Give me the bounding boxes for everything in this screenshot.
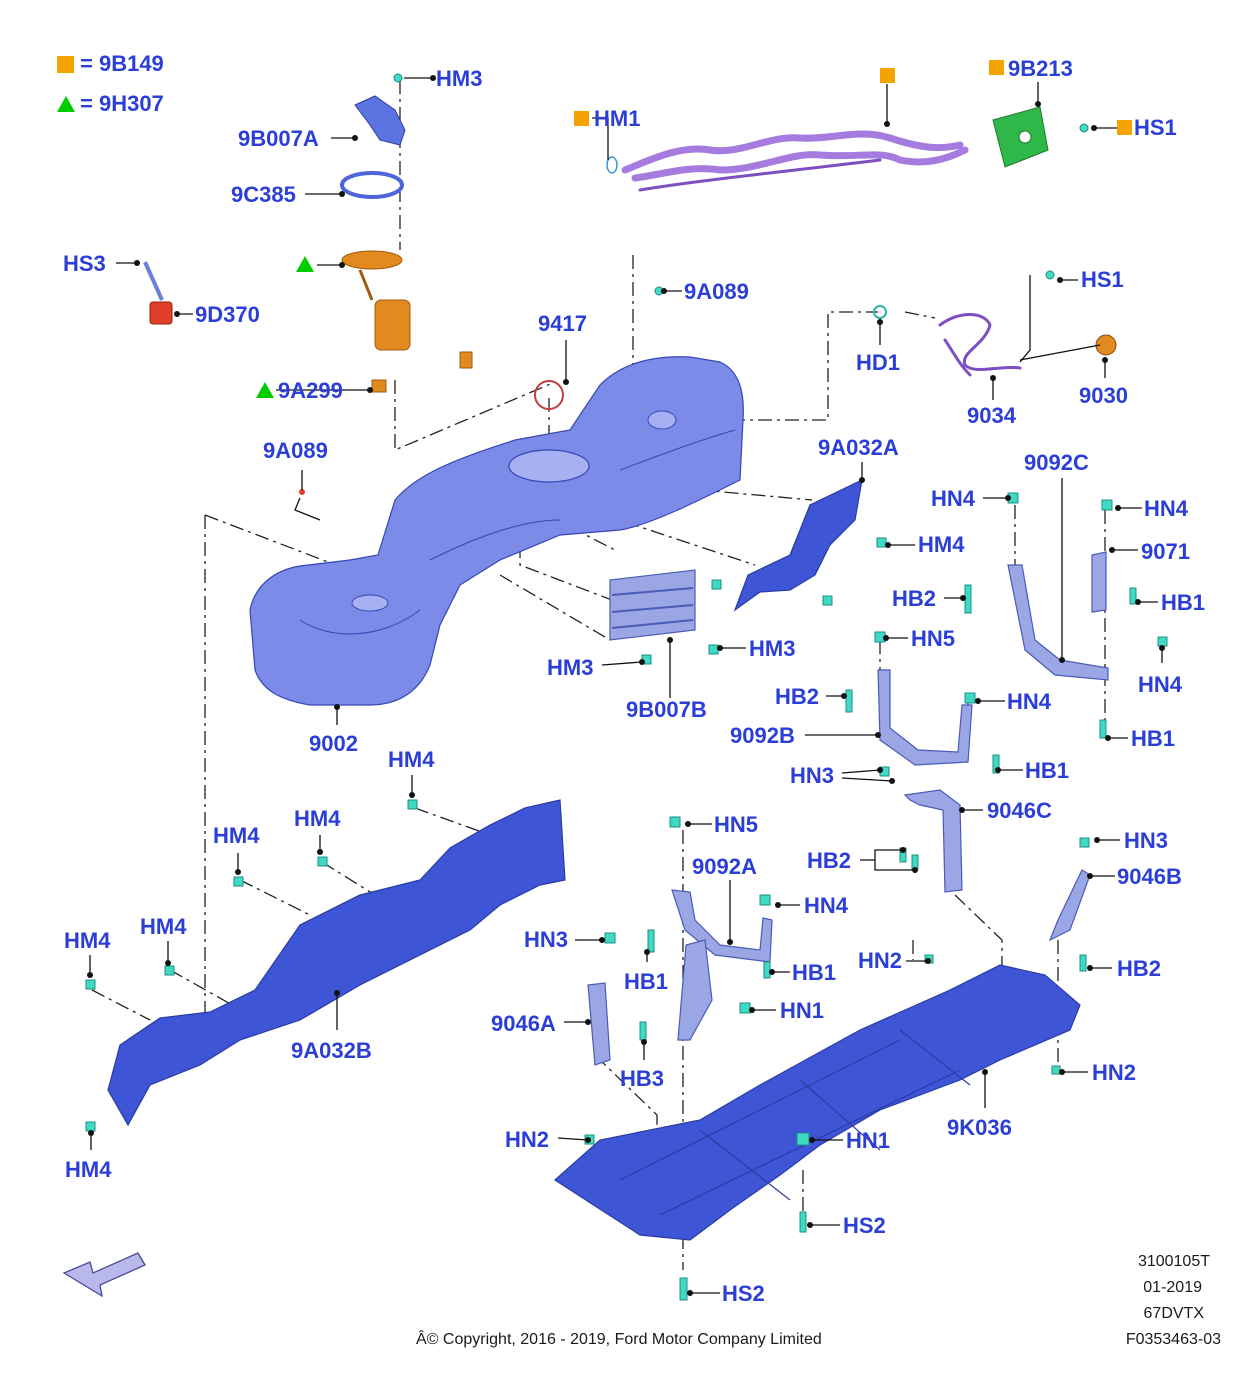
label-hs1-mid: HS1 xyxy=(1081,267,1124,292)
legend: = 9B149 = 9H307 xyxy=(57,51,164,116)
footer: 3100105T 01-2019 67DVTX Â© Copyright, 20… xyxy=(416,1253,1221,1348)
label-hn1-a: HN1 xyxy=(780,998,824,1023)
label-hn2-a: HN2 xyxy=(858,948,902,973)
label-9b007b: 9B007B xyxy=(626,697,707,722)
leader-lines xyxy=(87,75,1165,1296)
label-9c385: 9C385 xyxy=(231,182,296,207)
label-hm1: HM1 xyxy=(594,106,640,131)
strap-9092b xyxy=(877,669,973,766)
label-hm3-c: HM3 xyxy=(547,655,593,680)
label-hm3-b: HM3 xyxy=(749,636,795,661)
label-hn4-c: HN4 xyxy=(1138,672,1183,697)
sensor-9d370 xyxy=(143,261,173,325)
label-hm4-d: HM4 xyxy=(213,823,260,848)
label-hm4-b: HM4 xyxy=(388,747,435,772)
bracket-center xyxy=(677,939,713,1041)
arrow-down-left-icon xyxy=(62,1252,146,1298)
label-hb1-b: HB1 xyxy=(1131,726,1175,751)
footer-ref: F0353463-03 xyxy=(1126,1331,1221,1348)
vent-pipe-9034 xyxy=(873,305,1117,377)
footer-date: 01-2019 xyxy=(1143,1279,1202,1296)
label-9a299: 9A299 xyxy=(278,378,343,403)
bracket-9046b xyxy=(1048,869,1091,942)
label-hn1-b: HN1 xyxy=(846,1128,890,1153)
assembly-lines xyxy=(91,80,1106,1270)
label-hb1-c: HB1 xyxy=(1025,758,1069,783)
label-9092c: 9092C xyxy=(1024,450,1089,475)
legend-square-label: = 9B149 xyxy=(80,51,164,76)
heat-shield-9a032a xyxy=(733,478,863,612)
label-9002: 9002 xyxy=(309,731,358,756)
label-9d370: 9D370 xyxy=(195,302,260,327)
label-hb2-a: HB2 xyxy=(892,586,936,611)
label-hb1-d: HB1 xyxy=(624,969,668,994)
label-hs2-b: HS2 xyxy=(722,1281,765,1306)
label-hn4-a: HN4 xyxy=(931,486,976,511)
label-hn4-b: HN4 xyxy=(1144,496,1189,521)
label-9a032a: 9A032A xyxy=(818,435,899,460)
label-9030: 9030 xyxy=(1079,383,1128,408)
label-hm4-a: HM4 xyxy=(918,532,965,557)
skid-plate-9k036 xyxy=(554,964,1081,1241)
label-9092b: 9092B xyxy=(730,723,795,748)
label-hs1-top: HS1 xyxy=(1134,115,1177,140)
label-9a089-top: 9A089 xyxy=(684,279,749,304)
label-hd1: HD1 xyxy=(856,350,900,375)
label-hb3: HB3 xyxy=(620,1066,664,1091)
label-hn5-a: HN5 xyxy=(911,626,955,651)
label-9417: 9417 xyxy=(538,311,587,336)
fuel-pump-module xyxy=(340,95,473,393)
label-hn4-d: HN4 xyxy=(1007,689,1052,714)
label-hb1-a: HB1 xyxy=(1161,590,1205,615)
bracket-9b007b xyxy=(609,569,696,641)
heat-shield-9a032b xyxy=(107,799,566,1127)
label-hb1-e: HB1 xyxy=(792,960,836,985)
callout-labels: HM3 9B007A 9C385 HS3 9D370 9A299 HM1 9B2… xyxy=(63,56,1205,1306)
label-9092a: 9092A xyxy=(692,854,757,879)
label-9a089-left: 9A089 xyxy=(263,438,328,463)
footer-code2: 67DVTX xyxy=(1144,1305,1205,1322)
fasteners xyxy=(85,73,1168,1301)
label-9046b: 9046B xyxy=(1117,864,1182,889)
label-hn2-b: HN2 xyxy=(1092,1060,1136,1085)
legend-triangle-label: = 9H307 xyxy=(80,91,164,116)
label-hb2-b: HB2 xyxy=(775,684,819,709)
label-9b007a: 9B007A xyxy=(238,126,319,151)
label-hm4-c: HM4 xyxy=(294,806,341,831)
label-9a032b: 9A032B xyxy=(291,1038,372,1063)
label-9b213: 9B213 xyxy=(1008,56,1073,81)
label-hb2-d: HB2 xyxy=(1117,956,1161,981)
label-hs3: HS3 xyxy=(63,251,106,276)
label-hm4-e: HM4 xyxy=(64,928,111,953)
label-hn3-c: HN3 xyxy=(524,927,568,952)
bracket-9046a xyxy=(587,982,611,1066)
filler-pipe xyxy=(574,60,1132,192)
label-9k036: 9K036 xyxy=(947,1115,1012,1140)
footer-copyright: Â© Copyright, 2016 - 2019, Ford Motor Co… xyxy=(416,1329,822,1348)
footer-code1: 3100105T xyxy=(1138,1253,1210,1270)
label-9034: 9034 xyxy=(967,403,1017,428)
label-hn2-c: HN2 xyxy=(505,1127,549,1152)
label-hm4-g: HM4 xyxy=(65,1157,112,1182)
label-9046a: 9046A xyxy=(491,1011,556,1036)
label-hn3-b: HN3 xyxy=(1124,828,1168,853)
label-hm3-top: HM3 xyxy=(436,66,482,91)
bracket-9046c xyxy=(903,789,963,893)
label-hn4-e: HN4 xyxy=(804,893,849,918)
label-9071: 9071 xyxy=(1141,539,1190,564)
strap-9092c xyxy=(1007,564,1109,681)
fuel-tank-9002 xyxy=(249,356,744,706)
label-9046c: 9046C xyxy=(987,798,1052,823)
label-hn3-a: HN3 xyxy=(790,763,834,788)
label-hm4-f: HM4 xyxy=(140,914,187,939)
label-hb2-c: HB2 xyxy=(807,848,851,873)
legend-triangle-icon xyxy=(57,96,75,112)
legend-square-icon xyxy=(57,56,74,73)
label-hn5-b: HN5 xyxy=(714,812,758,837)
bracket-9071 xyxy=(1091,551,1107,613)
label-hs2-a: HS2 xyxy=(843,1213,886,1238)
